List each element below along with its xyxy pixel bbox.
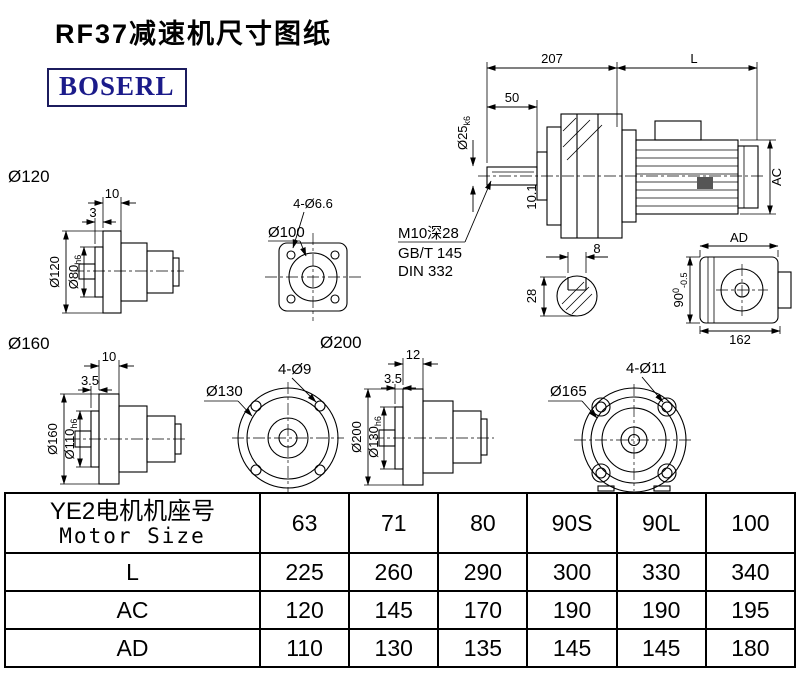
page-title: RF37减速机尺寸图纸: [55, 19, 333, 49]
motor-size-column: 100: [704, 492, 797, 554]
motor-size-column: 90S: [526, 492, 618, 554]
table-header-row: YE2电机机座号 Motor Size 63 71 80 90S 90L 100: [4, 492, 797, 554]
cell-value: 190: [615, 590, 707, 630]
brand-logo-box: BOSERL: [47, 68, 187, 107]
label-flange160: Ø160: [8, 334, 50, 353]
dim-flange160-od: Ø160: [45, 423, 60, 455]
cell-value: 195: [704, 590, 797, 630]
motor-size-column: 90L: [615, 492, 707, 554]
main-assembly-view: 207 L 50 Ø25k6 10.1: [398, 51, 784, 280]
dim-10: 10: [105, 186, 119, 201]
dim-dia130: Ø130: [206, 383, 243, 400]
header-cn: YE2电机机座号: [49, 497, 216, 525]
table-row-AC: AC 120 145 170 190 190 195: [4, 590, 797, 630]
flange160-side-view: Ø160 10 3.5 Ø160 Ø110h6: [8, 334, 188, 485]
cell-value: 340: [704, 552, 797, 592]
flange165-front-view: Ø165 4-Ø11: [548, 360, 694, 493]
motor-top-view: AD 900-0.5 162: [671, 230, 792, 347]
dim-3: 3: [89, 205, 96, 220]
dim-shoulder: 10.1: [524, 184, 539, 209]
dim-3-5: 3.5: [384, 371, 402, 386]
dim-key-width: 8: [593, 241, 600, 256]
cell-value: 180: [704, 628, 797, 668]
cell-value: 120: [258, 590, 351, 630]
dim-12: 12: [406, 347, 420, 362]
dim-pilot110: Ø110h6: [62, 419, 79, 460]
motor-size-column: 80: [437, 492, 529, 554]
flange200-side-view: 12 3.5 Ø200 Ø130h6: [349, 347, 494, 486]
label-flange200: Ø200: [320, 333, 362, 352]
dim-50: 50: [505, 90, 519, 105]
cell-value: 145: [348, 590, 440, 630]
dim-holes-4x9: 4-Ø9: [278, 361, 311, 378]
dim-dia165: Ø165: [550, 383, 587, 400]
note-standard-gbt: GB/T 145: [398, 245, 462, 262]
cell-value: 145: [615, 628, 707, 668]
dim-pilot130: Ø130h6: [366, 416, 383, 458]
row-label: AC: [4, 590, 261, 630]
row-label: L: [4, 552, 261, 592]
dim-holes-4x66: 4-Ø6.6: [293, 196, 333, 211]
cell-value: 170: [437, 590, 529, 630]
dim-flange200-od: Ø200: [349, 421, 364, 453]
dim-pilot80: Ø80h6: [66, 255, 83, 290]
motor-size-column: 71: [348, 492, 440, 554]
row-label: AD: [4, 628, 261, 668]
cell-value: 330: [615, 552, 707, 592]
dim-L: L: [690, 51, 697, 66]
flange130-front-view: Ø130 4-Ø9: [204, 361, 344, 492]
dim-key-depth: 28: [524, 289, 539, 303]
shaft-key-section-view: 8 28: [524, 241, 608, 317]
cell-value: 190: [526, 590, 618, 630]
dim-162: 162: [729, 332, 751, 347]
table-row-AD: AD 110 130 135 145 145 180: [4, 628, 797, 668]
technical-drawing: 207 L 50 Ø25k6 10.1: [8, 51, 792, 493]
dim-90-tolerance: 900-0.5: [671, 273, 689, 308]
cell-value: 110: [258, 628, 351, 668]
cell-value: 130: [348, 628, 440, 668]
header-en: Motor Size: [59, 524, 206, 549]
dim-flange120-od: Ø120: [47, 256, 62, 288]
cell-value: 300: [526, 552, 618, 592]
table-row-L: L 225 260 290 300 330 340: [4, 552, 797, 592]
dimension-table: YE2电机机座号 Motor Size 63 71 80 90S 90L 100…: [4, 492, 797, 668]
cell-value: 260: [348, 552, 440, 592]
cell-value: 225: [258, 552, 351, 592]
dim-dia100: Ø100: [268, 224, 305, 241]
brand-logo-text: BOSERL: [59, 71, 175, 101]
dim-shaft-diameter: Ø25k6: [455, 116, 472, 150]
dim-10: 10: [102, 349, 116, 364]
motor-size-column: 63: [258, 492, 351, 554]
flange100-front-view: 4-Ø6.6 Ø100: [265, 196, 361, 321]
table-header-motor-size: YE2电机机座号 Motor Size: [4, 492, 261, 554]
cell-value: 135: [437, 628, 529, 668]
note-tap-thread: M10深28: [398, 225, 459, 242]
dim-AC: AC: [769, 168, 784, 186]
dim-3-5: 3.5: [81, 373, 99, 388]
dim-holes-4x11: 4-Ø11: [626, 360, 667, 377]
cell-value: 290: [437, 552, 529, 592]
motor-nameplate: [697, 177, 713, 189]
dim-AD: AD: [730, 230, 748, 245]
label-flange120: Ø120: [8, 167, 50, 186]
dim-207: 207: [541, 51, 563, 66]
note-standard-din: DIN 332: [398, 263, 453, 280]
cell-value: 145: [526, 628, 618, 668]
flange120-side-view: Ø120 10 3 Ø120 Ø80h6: [8, 167, 184, 314]
